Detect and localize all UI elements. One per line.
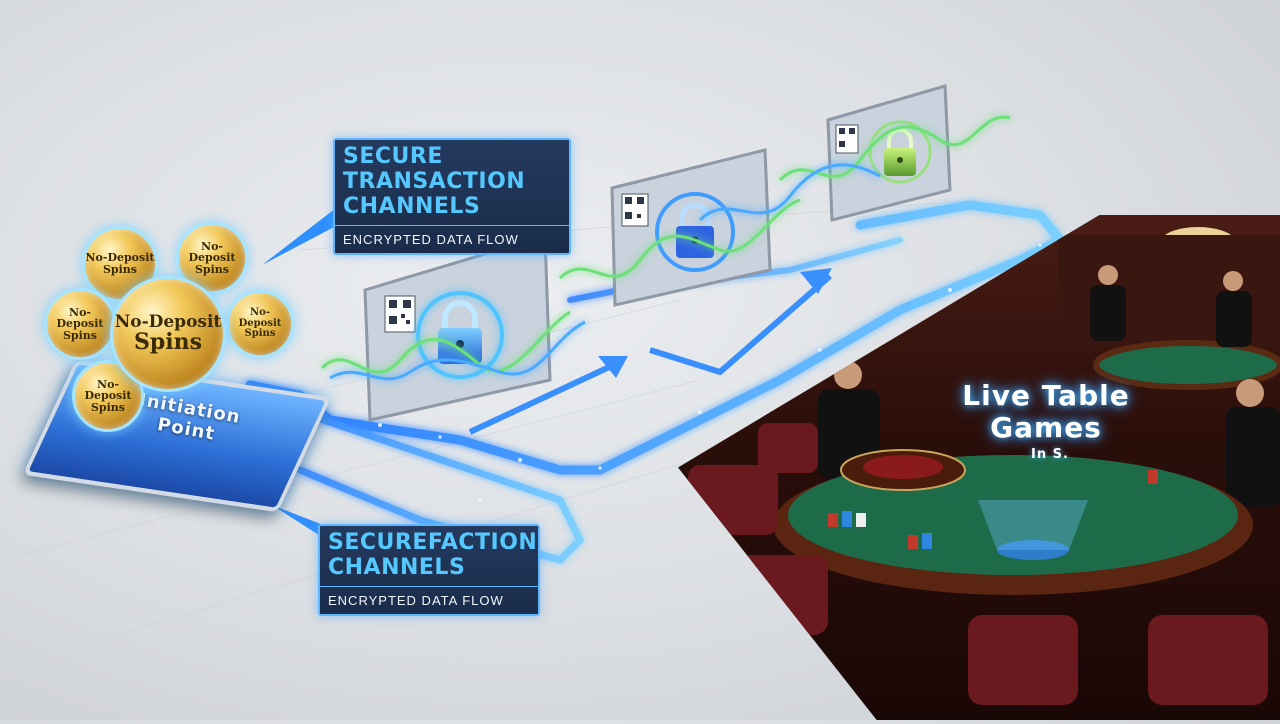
coin-text: No-Deposit (188, 239, 236, 265)
live-table-games-subtitle: In S. (1031, 447, 1069, 462)
arrow-icon (598, 356, 628, 378)
live-title-line2: Games (990, 411, 1102, 444)
callout-title-line3: Channels (343, 194, 481, 219)
arrow-icon (800, 268, 832, 294)
arrow-icon (468, 273, 832, 435)
chips (828, 470, 1158, 549)
coin-text: Spins (62, 328, 97, 342)
live-table-games-title: Live Table Games (948, 380, 1144, 444)
encrypted-wave (320, 115, 1011, 381)
security-screen-1 (363, 234, 552, 422)
flow-particles (318, 243, 1042, 527)
coin-text: Spins (102, 263, 137, 276)
callout-secure-transaction: Secure Transaction Channels Encrypted Da… (333, 138, 571, 255)
callout-title-line2: Transaction (343, 169, 526, 194)
callout-subtitle: Encrypted Data Flow (335, 225, 569, 253)
coin-text: No-Deposit (56, 305, 104, 331)
dealer (818, 265, 1280, 507)
lock-icon (868, 120, 932, 184)
callout-title-line1: Securefaction (328, 530, 538, 555)
coin-text: No-Deposit (238, 307, 282, 329)
coin-text: Spins (194, 262, 229, 276)
callout-title: Securefaction Channels (320, 526, 538, 580)
security-screen-2 (610, 148, 772, 307)
security-screen-3 (826, 84, 952, 222)
coin-text: No-Deposit (85, 251, 155, 265)
callout-title-line1: Secure (343, 144, 443, 169)
callout-pointer-top (262, 208, 336, 265)
callout-title: Secure Transaction Channels (335, 140, 569, 219)
coin-text: Spins (244, 328, 276, 340)
callout-securefaction: Securefaction Channels Encrypted Data Fl… (318, 524, 540, 616)
lock-icon (416, 291, 504, 379)
coin-text: No-Deposit (114, 311, 222, 332)
callout-title-line2: Channels (328, 555, 466, 580)
callout-subtitle: Encrypted Data Flow (320, 586, 538, 614)
coin-text: Spins (90, 400, 125, 414)
casino-scene (688, 227, 1280, 705)
live-title-line1: Live Table (962, 379, 1130, 412)
coin-text: No-Deposit (84, 377, 132, 403)
coin-text: Spins (133, 329, 202, 356)
